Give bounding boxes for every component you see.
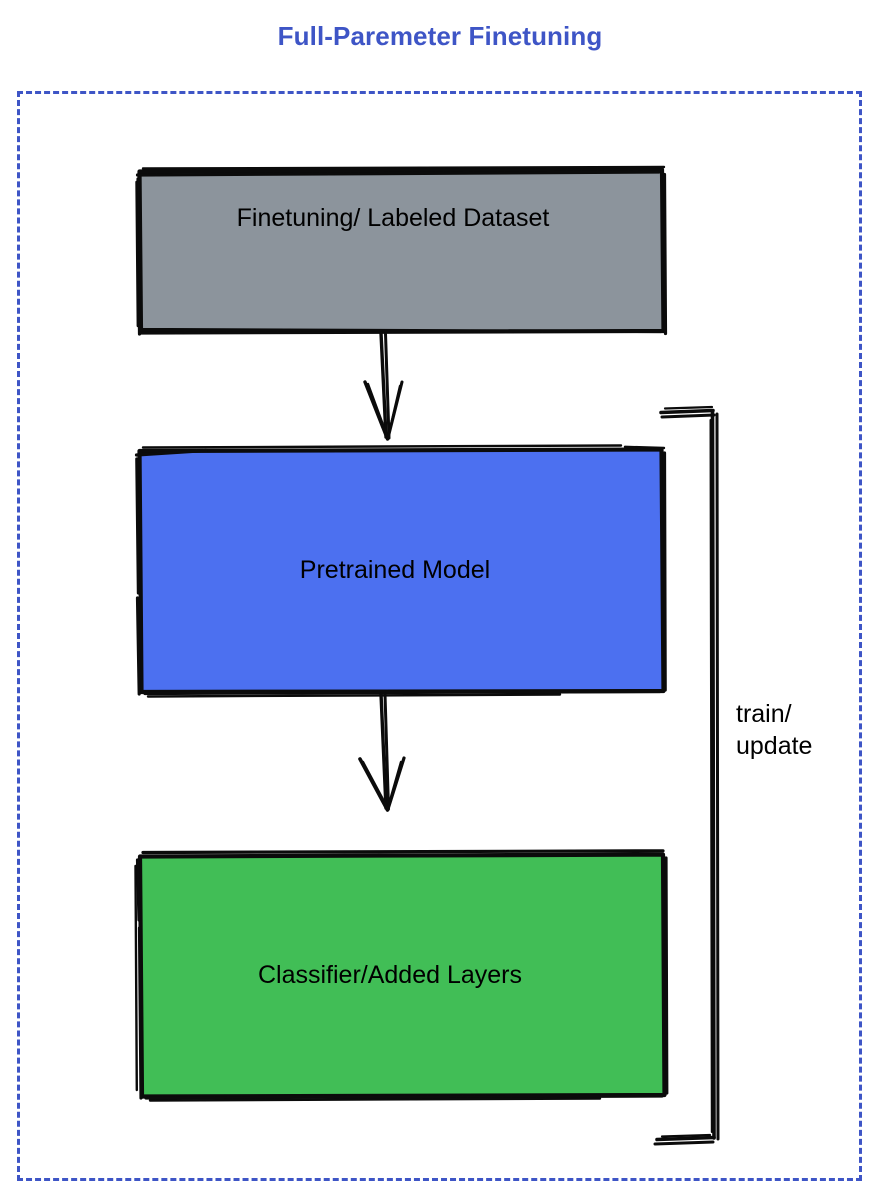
node-label-dataset: Finetuning/ Labeled Dataset [236, 203, 550, 232]
edge-label-train-update: train/ update [736, 700, 813, 760]
dashed-boundary-container [17, 91, 862, 1181]
node-finetuning-labeled-dataset[interactable]: Finetuning/ Labeled Dataset [139, 171, 663, 332]
node-label-classifier: Classifier/Added Layers [257, 961, 522, 990]
node-pretrained-model[interactable]: Pretrained Model [139, 450, 663, 692]
node-classifier-added-layers[interactable]: Classifier/Added Layers [140, 856, 664, 1096]
node-label-pretrained: Pretrained Model [299, 556, 491, 585]
page-title: Full-Paremeter Finetuning [277, 21, 603, 51]
